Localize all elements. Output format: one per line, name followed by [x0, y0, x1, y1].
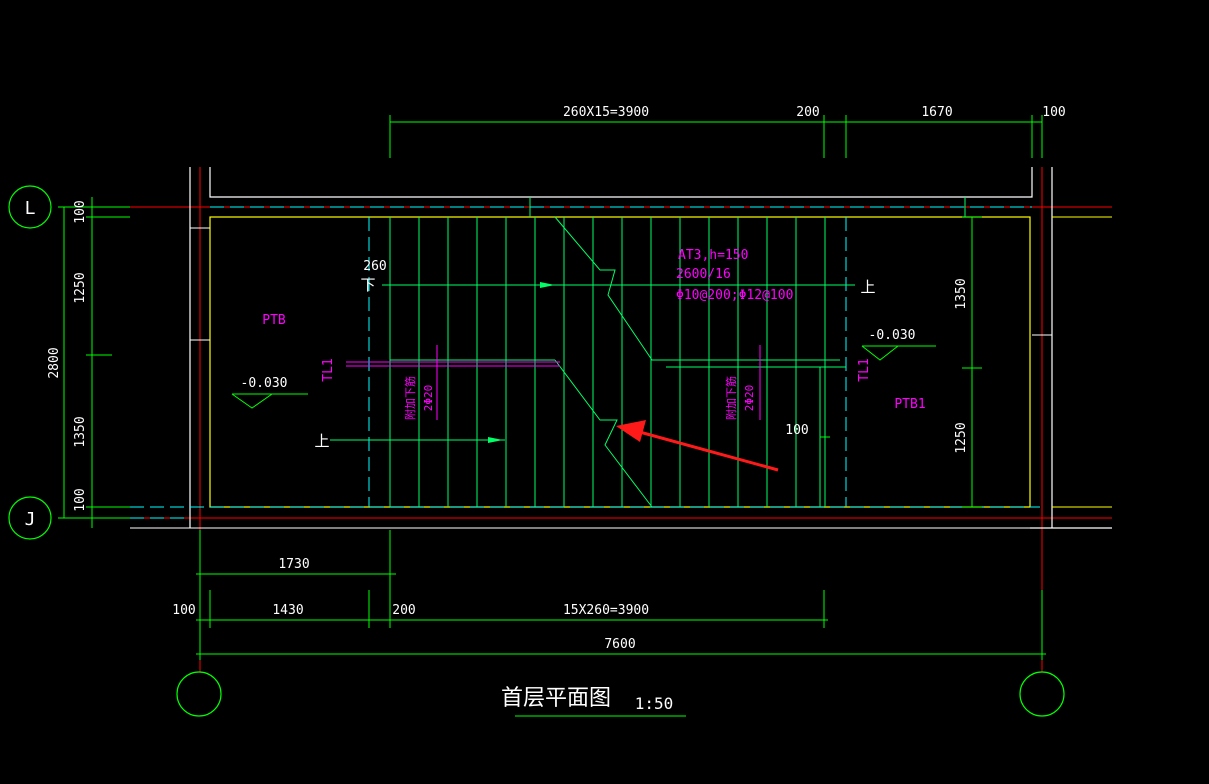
drawing-scale: 1:50: [635, 694, 674, 713]
drawing-title: 首层平面图: [501, 686, 611, 711]
label-at3-line3: Φ10@200;Φ12@100: [676, 288, 793, 303]
dim-top-landing: 1670: [921, 105, 952, 120]
walls: [130, 167, 1112, 529]
dim-100-label: 100: [785, 423, 808, 438]
dim-left-top-edge: 100: [73, 200, 88, 223]
annotations: PTB PTB1 TL1 TL1 AT3,h=150 2600/16 Φ10@2…: [262, 248, 925, 420]
dim-bottom-landing: 1730: [278, 557, 309, 572]
label-rebar-left-2: 2Φ20: [422, 385, 435, 412]
stair-outline: [389, 197, 966, 508]
dim-bottom-edge: 100: [172, 603, 195, 618]
label-rebar-left-1: 附加下筋: [403, 376, 417, 420]
axis-bubble-bottom-left: [176, 671, 222, 717]
dim-left-lower: 1350: [73, 416, 88, 447]
beam-dashes: [130, 206, 1040, 519]
dim-bottom-gap: 200: [392, 603, 415, 618]
red-arrow-icon: [616, 420, 779, 472]
label-at3-line2: 2600/16: [676, 267, 731, 282]
walk-lines: [330, 282, 855, 443]
dim-right-lower: 1250: [954, 422, 969, 453]
up-mark-top: 上: [860, 278, 875, 296]
label-tl1-right: TL1: [857, 358, 872, 381]
dim-top-stairs: 260X15=3900: [563, 105, 649, 120]
top-dimension: [389, 115, 1043, 158]
dim-bottom-slab: 1430: [272, 603, 303, 618]
axis-bubble-J: [8, 496, 52, 540]
right-dimension: [962, 216, 982, 508]
axis-bubbles: [8, 185, 1065, 717]
label-rebar-right-2: 2Φ20: [743, 385, 756, 412]
dim-left-total: 2800: [47, 347, 62, 378]
direction-marks: 下 上 上: [314, 276, 875, 450]
left-dimension: [58, 197, 130, 528]
axis-bubble-bottom-right: [1019, 671, 1065, 717]
axis-label-J: J: [25, 509, 36, 530]
bottom-dimension: [196, 436, 1046, 660]
elevation-right: -0.030: [869, 328, 916, 343]
dim-top-gap: 200: [796, 105, 819, 120]
rebar-lines: [436, 345, 761, 420]
label-ptb1: PTB1: [894, 397, 925, 412]
dim-left-upper: 1250: [73, 272, 88, 303]
down-mark: 下: [360, 276, 375, 294]
label-rebar-right-1: 附加下筋: [724, 376, 738, 420]
axis-label-L: L: [25, 198, 36, 219]
dim-left-bottom-edge: 100: [73, 488, 88, 511]
axis-lines: [60, 167, 1112, 672]
dim-bottom-total: 7600: [604, 637, 635, 652]
label-ptb: PTB: [262, 313, 286, 328]
dim-bottom-stairs: 15X260=3900: [563, 603, 649, 618]
axis-bubble-L: [8, 185, 52, 229]
dim-top-end: 100: [1042, 105, 1065, 120]
dim-right-upper: 1350: [954, 278, 969, 309]
elevation-left: -0.030: [241, 376, 288, 391]
up-mark-bottom: 上: [314, 432, 329, 450]
label-at3-line1: AT3,h=150: [678, 248, 748, 263]
label-tl1-left: TL1: [321, 358, 336, 381]
step-width-label: 260: [363, 259, 386, 274]
dimension-texts: 260X15=3900 200 1670 100 100 1250 2800 1…: [47, 105, 1066, 652]
elevation-markers: [231, 345, 936, 409]
